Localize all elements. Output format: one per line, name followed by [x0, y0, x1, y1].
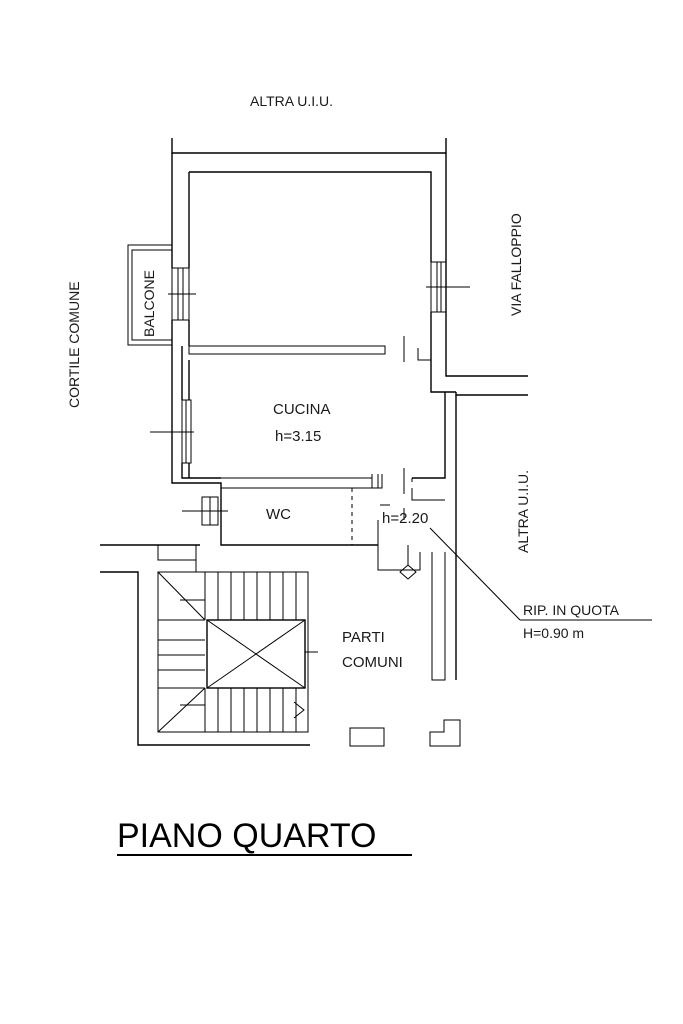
east-window — [426, 261, 470, 313]
note-leader — [429, 527, 652, 621]
label-balcony: BALCONE — [141, 270, 157, 337]
label-east-bottom: ALTRA U.I.U. — [515, 470, 531, 553]
balcony — [127, 244, 172, 346]
label-kitchen-height: h=3.15 — [275, 428, 321, 445]
label-note-2: H=0.90 m — [523, 625, 584, 641]
label-note-1: RIP. IN QUOTA — [523, 602, 620, 618]
label-kitchen: CUCINA — [273, 401, 331, 418]
plan-title: PIANO QUARTO — [117, 817, 376, 855]
label-west: CORTILE COMUNE — [66, 281, 82, 408]
exterior-walls — [171, 138, 528, 484]
label-east-top: VIA FALLOPPIO — [508, 213, 524, 316]
fixtures — [349, 719, 461, 747]
lift-shaft — [206, 619, 306, 689]
kitchen-walls — [221, 392, 457, 680]
kitchen-window — [150, 399, 194, 464]
wc-room — [182, 482, 445, 546]
label-north: ALTRA U.I.U. — [250, 93, 333, 109]
partition-wall — [188, 336, 431, 362]
label-common-2: COMUNI — [342, 654, 403, 671]
landing — [100, 544, 446, 746]
label-wc: WC — [266, 506, 291, 523]
label-common-1: PARTI — [342, 629, 385, 646]
label-wc-height: h=2.20 — [382, 510, 428, 527]
stairwell — [157, 571, 318, 733]
balcony-door — [168, 267, 196, 321]
